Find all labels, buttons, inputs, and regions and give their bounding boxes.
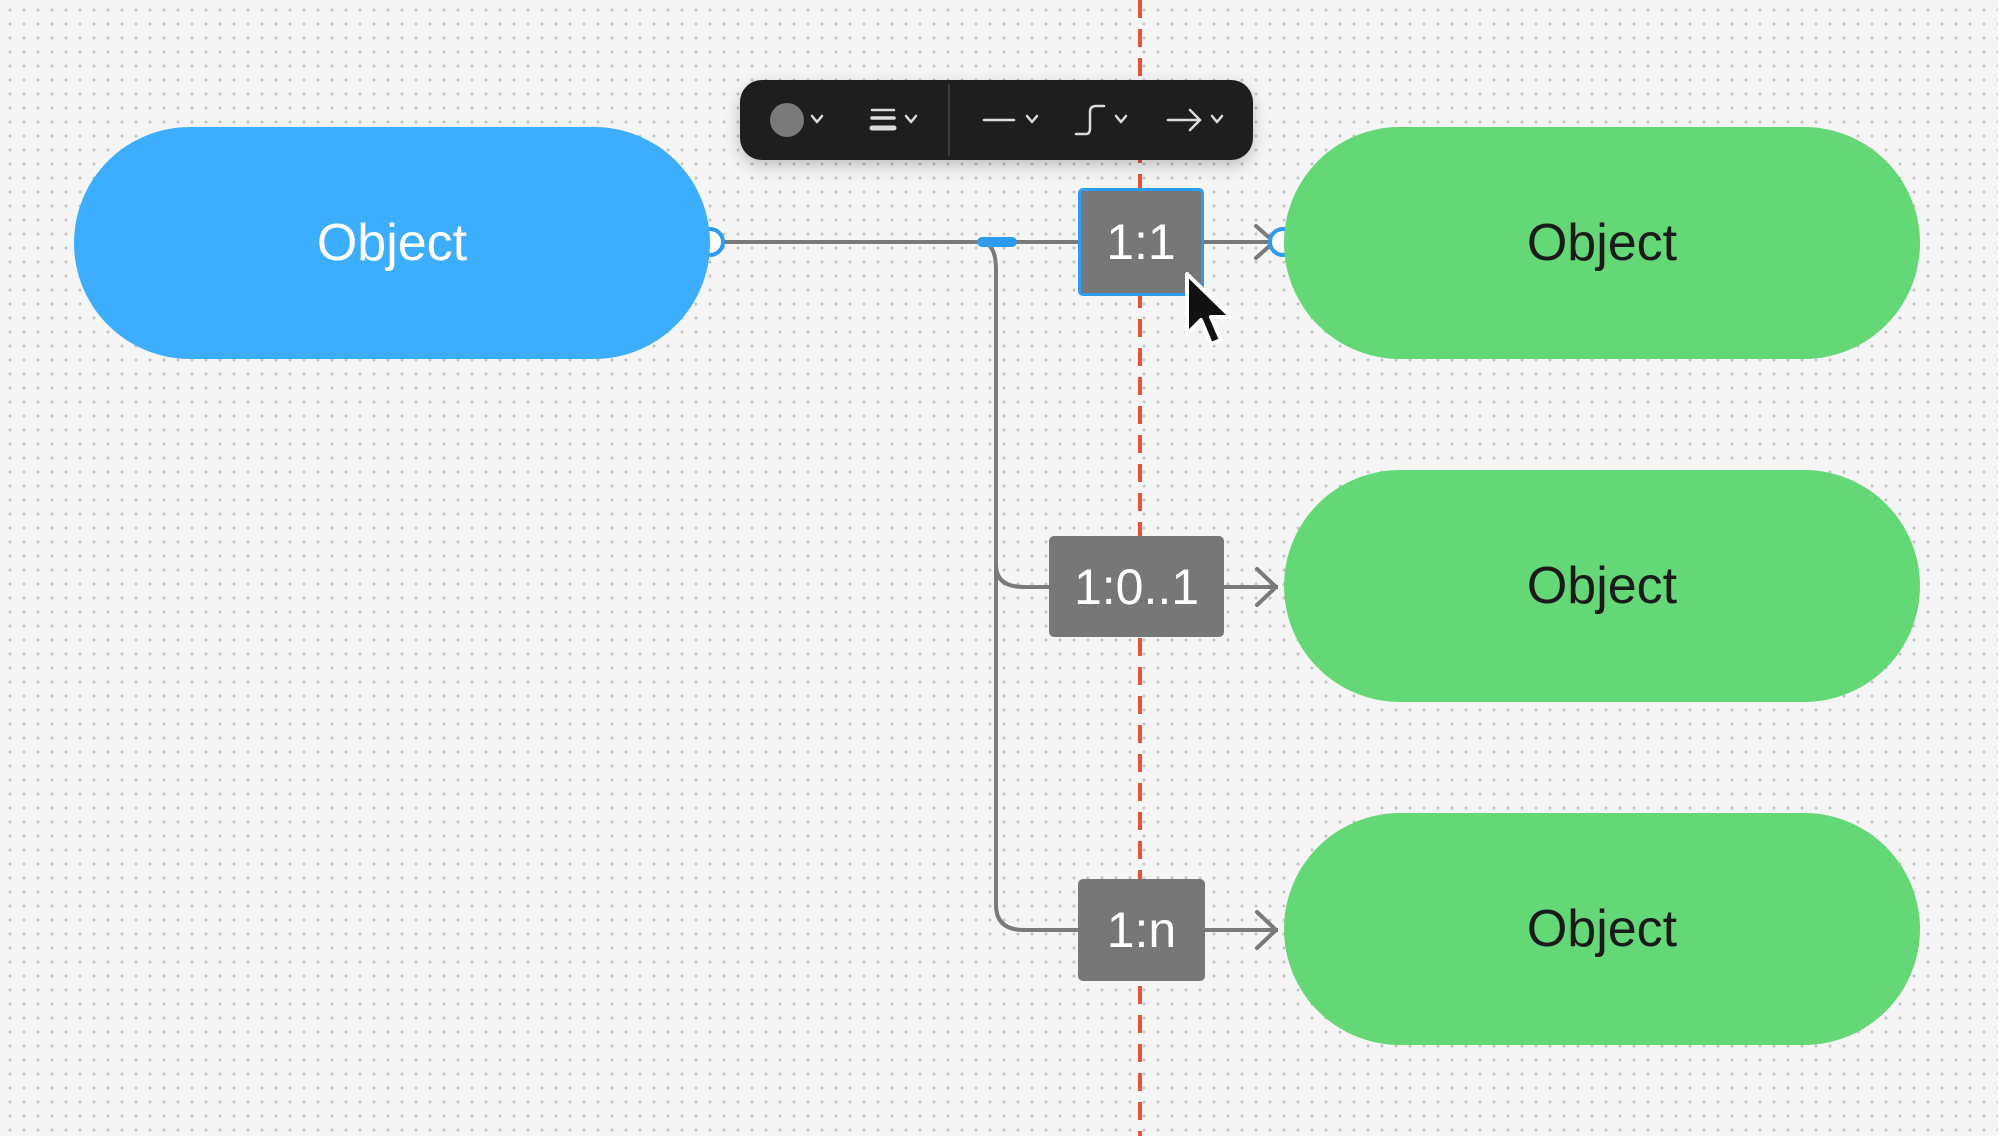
connector-label-text: 1:0..1 [1073,558,1200,615]
connector-label-3[interactable]: 1:n [1078,879,1205,981]
chevron-down-icon [904,114,918,124]
arrow-right-icon [1166,108,1202,132]
arrowhead-style-button[interactable] [1154,80,1250,160]
chevron-down-icon [1210,114,1224,124]
node-label: Object [316,214,468,272]
chevron-down-icon [1025,114,1039,124]
connector-label-2[interactable]: 1:0..1 [1049,536,1224,637]
chevron-down-icon [1114,114,1128,124]
curved-connector-icon [1074,104,1106,136]
color-swatch-icon [770,103,804,137]
connector-label-text: 1:n [1106,902,1177,958]
connector-type-button[interactable] [1062,80,1152,160]
node-label: Object [1526,557,1678,615]
line-weight-button[interactable] [852,80,938,160]
toolbar-divider [948,84,950,156]
node-label: Object [1526,900,1678,958]
color-picker-button[interactable] [760,80,840,160]
target-object-node-1[interactable]: Object [1284,127,1920,359]
connector-arrowhead-3 [1255,910,1278,950]
target-object-node-2[interactable]: Object [1284,470,1920,702]
node-label: Object [1526,214,1678,272]
connector-arrowhead-2 [1255,567,1278,607]
connector-line-3[interactable] [994,560,1278,932]
line-style-button[interactable] [962,80,1058,160]
connector-midpoint-handle[interactable] [977,237,1017,247]
connector-label-1[interactable]: 1:1 [1078,188,1204,296]
chevron-down-icon [810,114,824,124]
mouse-pointer-icon [1185,272,1233,346]
line-weight-icon [869,108,897,131]
target-object-node-3[interactable]: Object [1284,813,1920,1045]
source-object-node[interactable]: Object [74,127,710,359]
connector-label-text: 1:1 [1106,214,1176,270]
connector-toolbar [740,80,1253,160]
